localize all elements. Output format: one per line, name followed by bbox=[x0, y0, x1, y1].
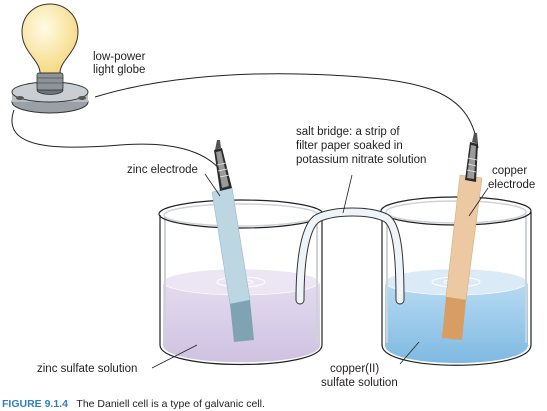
leader-salt-bridge bbox=[342, 174, 353, 214]
figure-caption: FIGURE 9.1.4 The Daniell cell is a type … bbox=[2, 394, 265, 411]
figure-caption-text: The Daniell cell is a type of galvanic c… bbox=[76, 398, 265, 410]
label-copper-electrode-2: electrode bbox=[488, 179, 535, 191]
leader-copper-solution bbox=[399, 341, 420, 365]
label-copper-solution-1: copper(II) bbox=[330, 363, 379, 375]
label-globe-2: light globe bbox=[93, 64, 145, 76]
wire-left bbox=[11, 109, 223, 173]
wire-right bbox=[94, 73, 479, 149]
leader-zinc-electrode bbox=[204, 173, 221, 197]
leader-zinc-solution bbox=[151, 344, 198, 369]
label-salt-bridge-1: salt bridge: a strip of bbox=[296, 126, 400, 138]
label-zinc-electrode: zinc electrode bbox=[127, 164, 198, 176]
copper-beaker bbox=[380, 196, 532, 366]
zinc-electrode bbox=[211, 140, 254, 342]
label-copper-electrode-1: copper bbox=[492, 165, 527, 177]
label-salt-bridge-3: potassium nitrate solution bbox=[296, 154, 426, 166]
label-copper-solution-2: sulfate solution bbox=[321, 377, 398, 389]
label-zinc-solution: zinc sulfate solution bbox=[37, 363, 137, 375]
label-salt-bridge-2: filter paper soaked in bbox=[296, 140, 403, 152]
leader-copper-electrode bbox=[468, 187, 489, 217]
salt-bridge bbox=[295, 207, 405, 305]
copper-electrode bbox=[442, 133, 483, 340]
light-globe bbox=[11, 3, 89, 114]
label-globe-1: low-power bbox=[93, 51, 146, 63]
figure-number: FIGURE 9.1.4 bbox=[2, 398, 68, 410]
